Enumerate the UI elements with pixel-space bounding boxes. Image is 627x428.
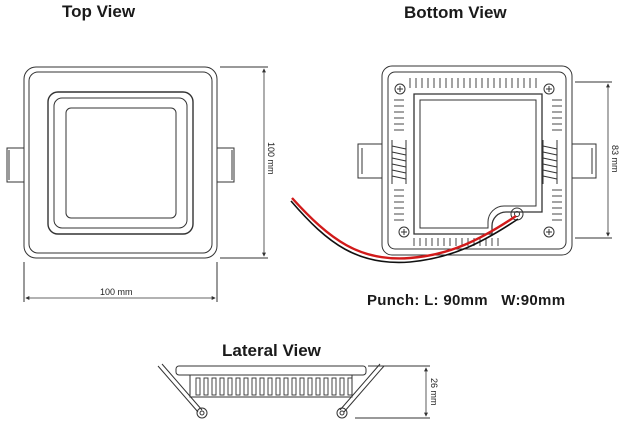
lateral-height-dimension: 26 mm <box>429 378 439 406</box>
bottom-height-dimension: 83 mm <box>610 145 620 173</box>
black-wire <box>290 200 519 264</box>
lateral-view-drawing <box>157 363 430 419</box>
top-height-dimension: 100 mm <box>266 142 276 175</box>
top-view-drawing <box>6 66 268 302</box>
red-wire <box>291 197 517 260</box>
top-width-dimension: 100 mm <box>100 287 133 297</box>
bottom-view-fins <box>394 78 562 246</box>
lateral-view-fins <box>195 377 353 396</box>
lateral-view-title: Lateral View <box>222 341 321 360</box>
bottom-view-drawing <box>357 65 612 256</box>
punch-dimensions: Punch: L: 90mm W:90mm <box>367 292 566 309</box>
top-view-title: Top View <box>62 2 136 21</box>
bottom-view-title: Bottom View <box>404 3 507 22</box>
